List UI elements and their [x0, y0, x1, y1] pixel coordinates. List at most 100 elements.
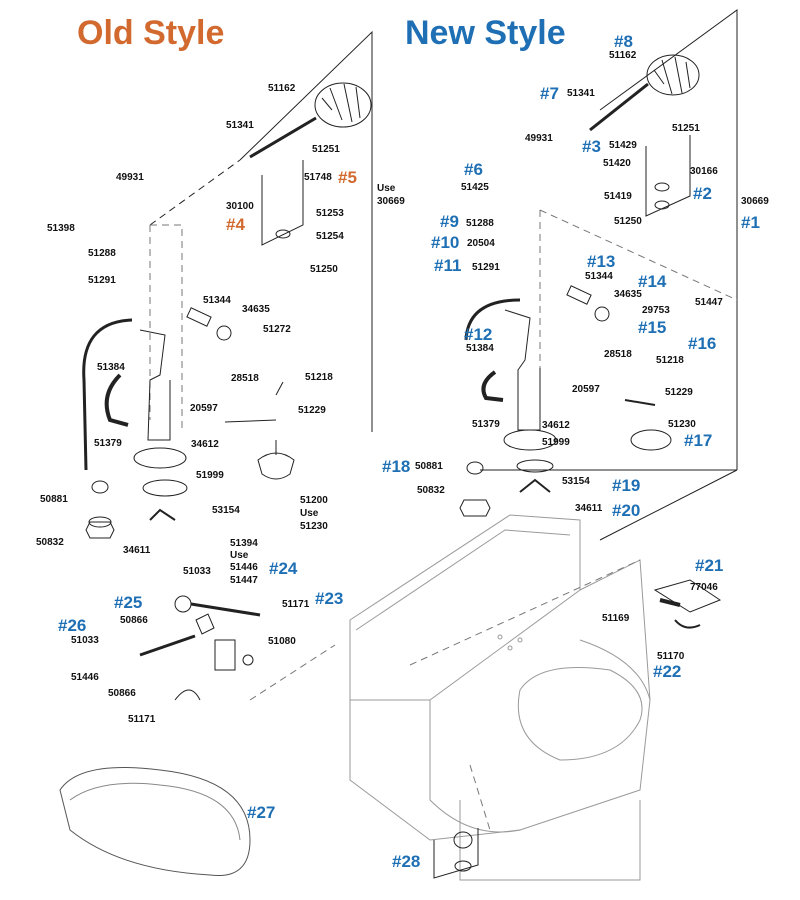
old-valve-base — [133, 447, 187, 469]
old-style-title: Old Style — [77, 14, 225, 52]
new-callout-label: #13 — [587, 252, 615, 271]
new-part-label: 51384 — [466, 343, 494, 354]
toilet-seat — [59, 767, 251, 877]
old-float-rod — [249, 116, 317, 159]
new-part-label: 51218 — [656, 355, 684, 366]
new-part-label: 51229 — [665, 387, 693, 398]
new-callout-label: #10 — [431, 233, 459, 252]
old-part-label: 28518 — [231, 373, 259, 384]
new-callout-label: #18 — [382, 457, 410, 476]
new-float-ball — [646, 54, 700, 96]
old-float-ball — [314, 82, 372, 128]
old-cap-box — [261, 160, 304, 246]
lever-part-label: 51446 — [230, 562, 258, 573]
old-part-label: 51162 — [268, 83, 296, 94]
new-nut-50832 — [459, 499, 491, 517]
lever-bracket-lower — [174, 689, 201, 701]
old-callout-label: #4 — [226, 215, 245, 234]
old-part-label: 34612 — [191, 439, 219, 450]
old-dashed-box — [149, 224, 183, 430]
old-refill-tube — [82, 318, 133, 471]
old-part-label: 50832 — [36, 537, 64, 548]
old-box-frame — [239, 30, 373, 432]
bottom-callout-label: #27 — [247, 803, 275, 822]
lever-part-label: 51447 — [230, 575, 258, 586]
lever-part-label: 51033 — [71, 635, 99, 646]
new-fill-valve-body — [504, 309, 541, 431]
lever-part-label: 51394 — [230, 538, 258, 549]
old-part-label: 34635 — [242, 304, 270, 315]
old-clip-34611 — [149, 508, 176, 521]
old-part-label: 30669 — [377, 196, 405, 207]
old-part-label: 53154 — [212, 505, 240, 516]
old-part-label: 51251 — [312, 144, 340, 155]
new-dashed-box — [539, 209, 738, 420]
old-trip-lever — [224, 381, 284, 423]
new-callout-label: #14 — [638, 272, 667, 291]
lever-part-label: 50866 — [108, 688, 136, 699]
lever-part-label: 51171 — [282, 599, 310, 610]
new-part-label: 51250 — [614, 216, 642, 227]
new-part-label: 50832 — [417, 485, 445, 496]
new-cap-box — [645, 135, 691, 217]
new-part-label: 51291 — [472, 262, 500, 273]
lever-arm-upper — [190, 602, 261, 617]
new-callout-label: #7 — [540, 84, 559, 103]
new-overflow-hose — [481, 370, 504, 402]
old-part-label: 51272 — [263, 324, 291, 335]
new-part-label: 30669 — [741, 196, 769, 207]
new-seal-34635 — [594, 306, 610, 322]
bolt-cap-box — [433, 828, 479, 879]
new-cap-washer — [654, 182, 670, 192]
new-style-title: New Style — [405, 14, 566, 52]
lever-part-label: 51171 — [128, 714, 156, 725]
new-part-label: 51999 — [542, 437, 570, 448]
new-part-label: 53154 — [562, 476, 590, 487]
new-callout-label: #9 — [440, 212, 459, 231]
lever-handle-knob — [174, 595, 192, 613]
new-part-label: 51341 — [567, 88, 595, 99]
new-part-label: 20504 — [467, 238, 495, 249]
old-float-ribs — [321, 83, 361, 123]
old-part-label: 51250 — [310, 264, 338, 275]
old-gasket-53154 — [142, 479, 188, 497]
new-gasket-53154 — [516, 459, 554, 473]
lever-bracket-upper — [214, 639, 236, 671]
new-part-label: 51251 — [672, 123, 700, 134]
new-refill-tube — [464, 298, 521, 341]
old-part-label: 51253 — [316, 208, 344, 219]
lever-callout-label: #24 — [269, 559, 298, 578]
toilet-outline — [349, 514, 651, 881]
new-part-label: 20597 — [572, 384, 600, 395]
new-callout-label: #16 — [688, 334, 716, 353]
old-part-label: 51384 — [97, 362, 125, 373]
new-part-label: 51425 — [461, 182, 489, 193]
old-part-label: 51344 — [203, 295, 231, 306]
lever-callout-label: #25 — [114, 593, 142, 612]
old-part-label: 51254 — [316, 231, 344, 242]
old-part-label: 51398 — [47, 223, 75, 234]
new-part-label: 51447 — [695, 297, 723, 308]
old-part-label: 30100 — [226, 201, 254, 212]
lever-part-label: 50866 — [120, 615, 148, 626]
assembly-guide-lines — [249, 559, 641, 831]
hinge-part-label: 51169 — [602, 613, 630, 624]
lever-part-label: 51446 — [71, 672, 99, 683]
old-part-label: 51229 — [298, 405, 326, 416]
old-dashed-guide — [149, 159, 241, 226]
lever-part-label: 51080 — [268, 636, 296, 647]
new-part-label: 51230 — [668, 419, 696, 430]
hinge-callout-label: #22 — [653, 662, 681, 681]
old-overflow-hose — [104, 373, 129, 427]
new-part-label: 28518 — [604, 349, 632, 360]
old-nut-50832 — [85, 521, 115, 539]
old-callout-label: #5 — [338, 168, 357, 187]
lever-callout-label: #26 — [58, 616, 86, 635]
hinge-callout-label: #21 — [695, 556, 723, 575]
new-flapper-51230 — [630, 429, 672, 451]
new-callout-label: #11 — [434, 256, 461, 275]
old-part-label: 51379 — [94, 438, 122, 449]
new-part-label: 34635 — [614, 289, 642, 300]
new-cap-oring — [654, 200, 670, 210]
